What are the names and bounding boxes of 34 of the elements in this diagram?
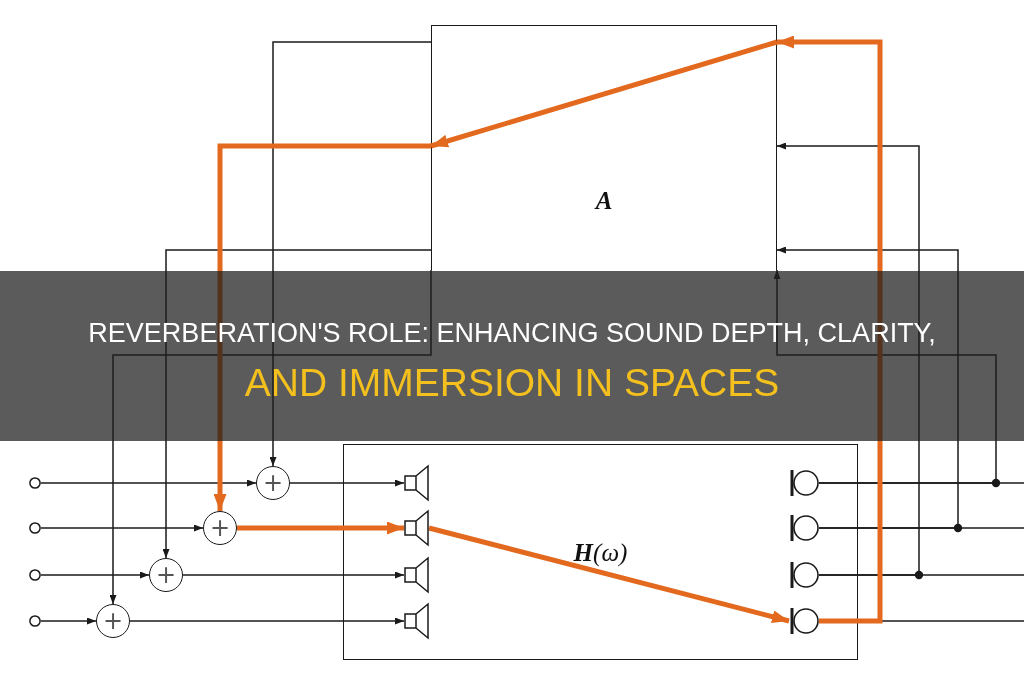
block-label: A [595, 188, 613, 213]
input-terminal-icon [29, 569, 41, 581]
loudspeaker-icon [403, 556, 429, 593]
thick-arrow [428, 525, 790, 624]
arrow [40, 617, 97, 625]
plus-sign: + [155, 563, 177, 587]
microphone-icon [788, 606, 819, 635]
arrow [40, 571, 150, 579]
signal-line [818, 482, 1024, 484]
arrow [40, 524, 204, 532]
input-terminal-icon [29, 477, 41, 489]
arrow [182, 571, 405, 579]
input-terminal-icon [29, 522, 41, 534]
microphone-icon [788, 468, 819, 497]
microphone-icon [788, 560, 819, 589]
signal-line [818, 527, 1024, 529]
loudspeaker-icon [403, 602, 429, 639]
microphone-icon [788, 513, 819, 542]
loudspeaker-icon [403, 509, 429, 546]
system-block [343, 444, 858, 660]
loudspeaker-icon [403, 464, 429, 501]
thick-arrow [430, 39, 778, 149]
arrow [129, 617, 405, 625]
signal-line [818, 574, 1024, 576]
plus-sign: + [209, 516, 231, 540]
arrow [289, 479, 405, 487]
input-terminal-icon [29, 615, 41, 627]
block-label: H(ω) [573, 539, 628, 565]
system-block [431, 25, 777, 270]
plus-sign: + [262, 471, 284, 495]
plus-sign: + [102, 609, 124, 633]
arrow [40, 479, 257, 487]
title: REVERBERATION'S ROLE: ENHANCING SOUND DEPTH, CLARITY, AND IMMERSION IN SPACES [87, 317, 937, 406]
thick-arrow [237, 521, 404, 535]
